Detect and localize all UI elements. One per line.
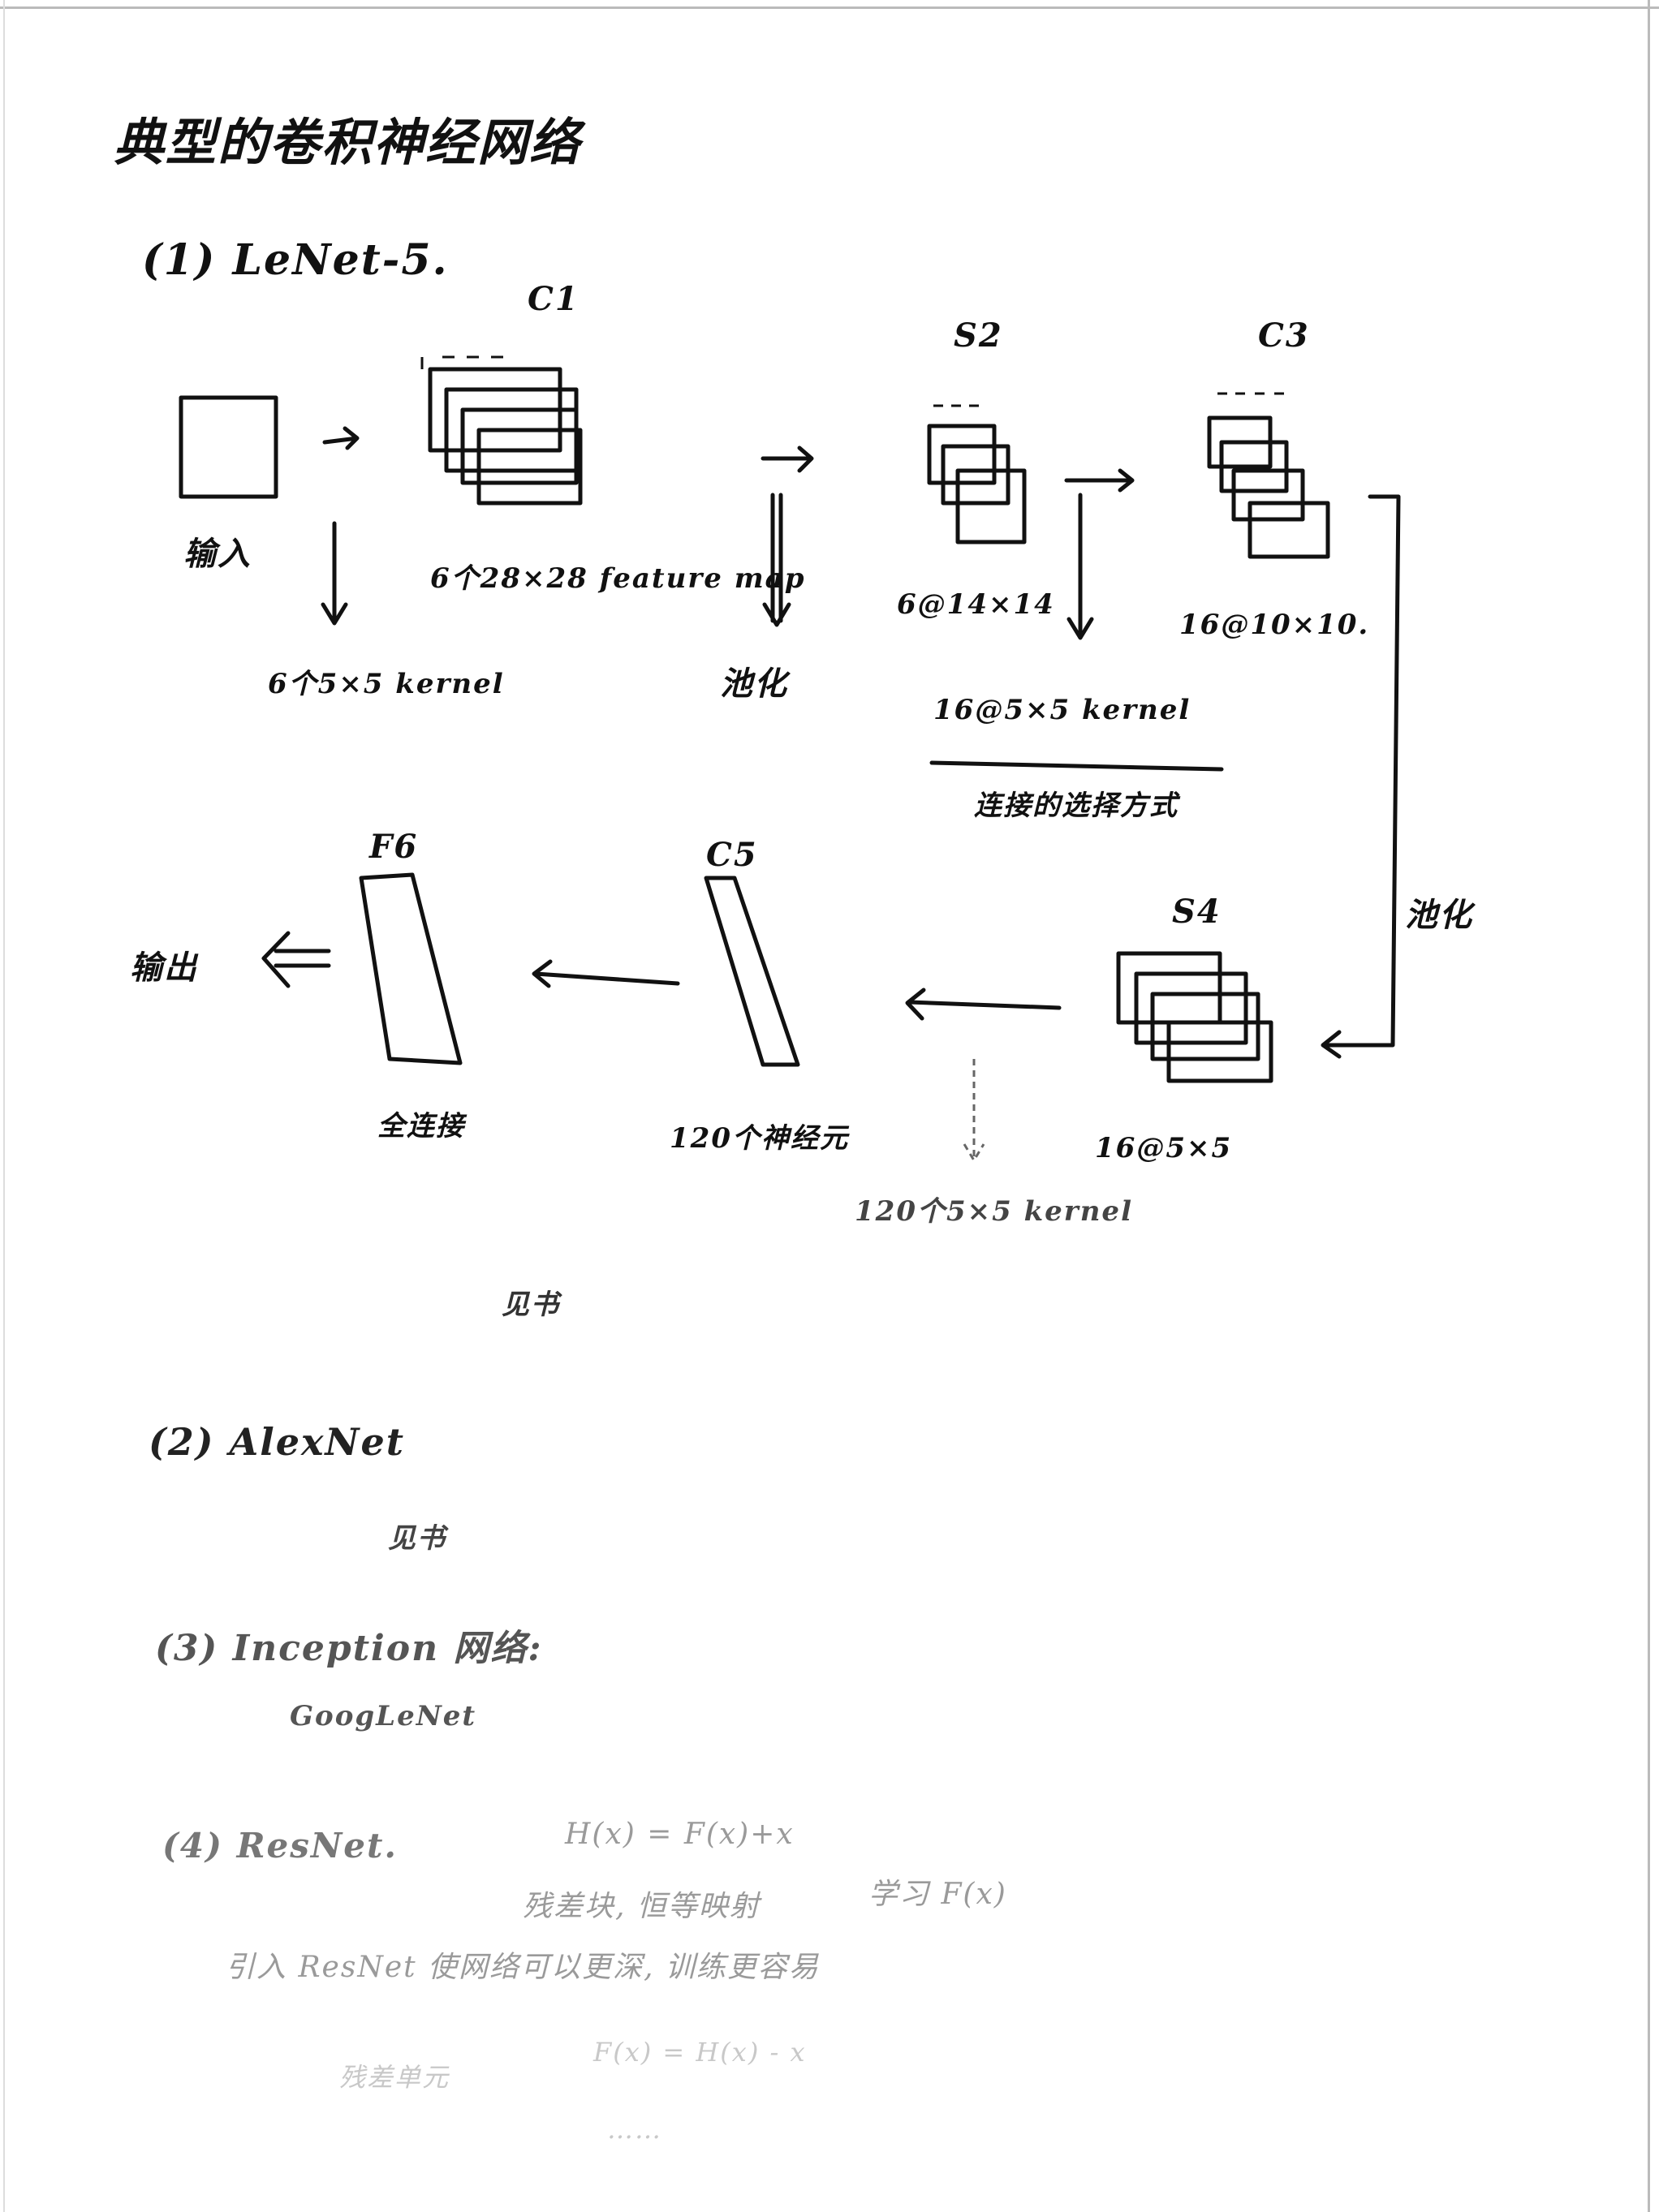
s2-description: 6@14×14 [897,588,1055,621]
resnet-line: H(x) = F(x)+x [565,1818,795,1851]
pool2-label: 池化 [1405,896,1473,934]
inception-note: GoogLeNet [290,1700,477,1732]
c1-feature-maps [420,355,583,506]
f6-description: 全连接 [377,1110,465,1143]
arrow-kernel2 [1066,493,1094,640]
c1-label: C1 [528,280,580,318]
s4-feature-maps [1116,951,1273,1083]
input-image [179,395,278,499]
scan-left-edge [3,0,5,2212]
input-label: 输入 [183,535,252,573]
s2-label: S2 [954,316,1003,355]
c3-label: C3 [1258,316,1310,355]
arrow-pool1 [762,493,791,627]
s2-feature-maps [927,404,1027,544]
inception-heading: (3) Inception 网络: [155,1628,543,1669]
arrow-kernel3 [963,1059,985,1163]
resnet-line: 残差单元 [339,2062,450,2093]
pool1-label: 池化 [720,665,788,703]
resnet-line: 引入 ResNet 使网络可以更深, 训练更容易 [226,1951,820,1984]
c5-description: 120个神经元 [670,1122,849,1155]
arrow-kernel1 [321,521,348,626]
arrow-input-to-c1 [322,426,360,450]
c5-neurons [704,876,800,1067]
arrow-s4-to-c5 [905,988,1062,1021]
c3-feature-maps [1207,392,1330,559]
connector-c3-to-s4 [1321,494,1401,1059]
s4-label: S4 [1172,893,1222,931]
arrow-s2-to-c3 [1064,468,1135,493]
kernel2-underline [929,760,1224,772]
kernel2-label: 16@5×5 kernel [933,694,1191,726]
resnet-line: 学习 F(x) [868,1878,1007,1911]
lenet-note: 见书 [502,1289,560,1321]
f6-label: F6 [369,828,419,866]
c3-description: 16@10×10. [1179,609,1370,641]
scan-top-edge [0,6,1659,9]
arrow-c1-to-s2 [761,445,814,473]
kernel3-label: 120个5×5 kernel [855,1195,1133,1228]
kernel1-label: 6个5×5 kernel [268,668,505,700]
lenet-heading: (1) LeNet-5. [142,235,449,285]
resnet-heading: (4) ResNet. [162,1826,398,1866]
arrow-f6-to-output [261,931,331,988]
c1-description: 6个28×28 feature map [430,562,806,595]
alexnet-heading: (2) AlexNet [149,1420,405,1464]
output-label: 输出 [130,949,198,987]
s4-description: 16@5×5 [1095,1132,1233,1164]
alexnet-note: 见书 [388,1522,446,1555]
kernel2-note: 连接的选择方式 [974,790,1179,822]
arrow-c5-to-f6 [532,959,680,988]
c5-label: C5 [706,836,758,874]
resnet-line: …… [607,2114,662,2145]
scan-right-edge [1648,0,1650,2212]
f6-neurons [359,872,463,1065]
resnet-line: 残差块, 恒等映射 [523,1890,761,1923]
page-title: 典型的卷积神经网络 [114,113,582,172]
resnet-line: F(x) = H(x) - x [593,2037,807,2068]
